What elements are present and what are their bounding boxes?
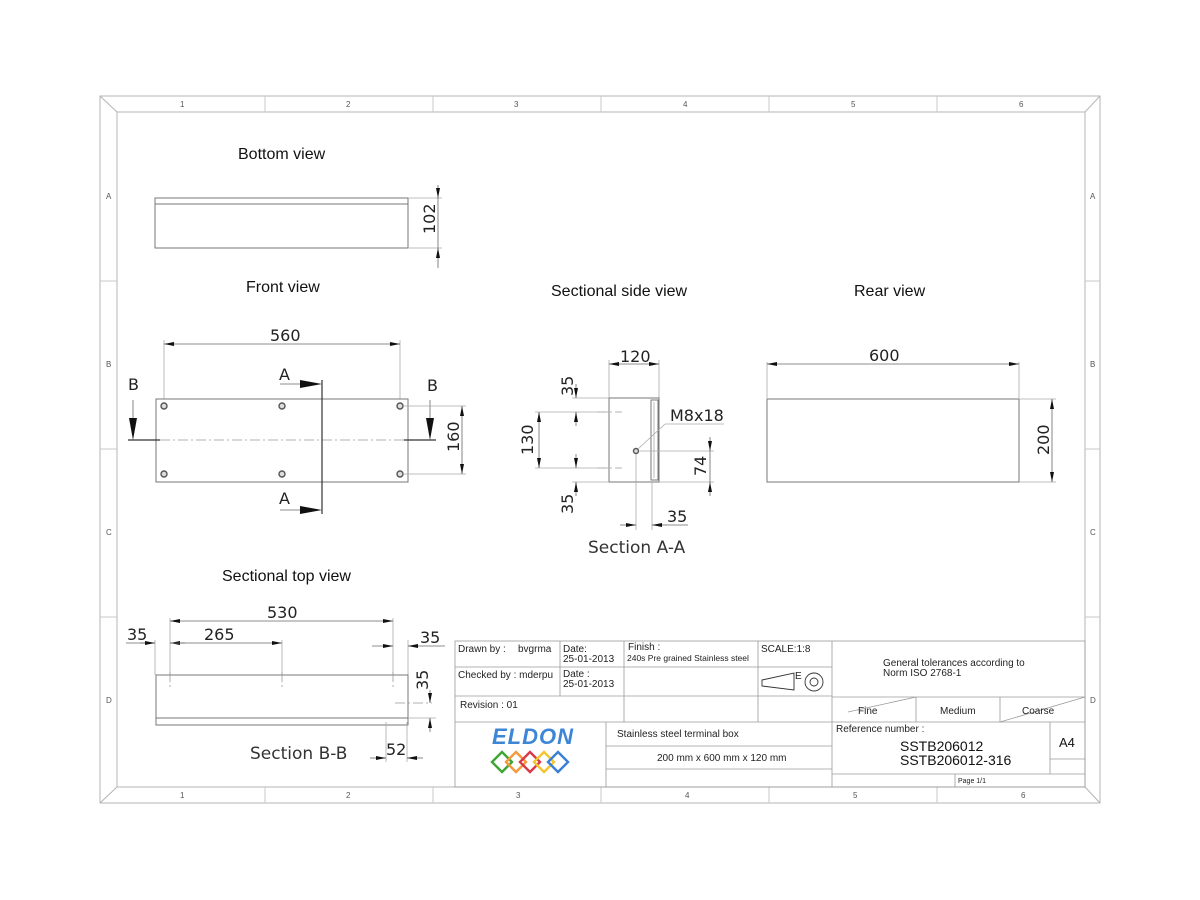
- paper-size: A4: [1059, 735, 1075, 750]
- bottom-view-height-dim: 102: [420, 203, 439, 234]
- title-block: Drawn by : bvgrma Date: 25-01-2013 Finis…: [454, 640, 1086, 788]
- top-view-bottom-dim: 52: [386, 740, 406, 759]
- section-b-b-label: Section B-B: [250, 744, 347, 764]
- section-a-a-label: Section A-A: [588, 538, 686, 558]
- projection-symbol-icon: E: [761, 671, 824, 692]
- eldon-logo: ELDON: [490, 724, 574, 774]
- scale-label: SCALE:1:8: [761, 644, 811, 655]
- zone-row-d-left: D: [106, 696, 112, 705]
- rear-view-width-dim: 600: [869, 346, 900, 365]
- logo-diamond: [504, 750, 528, 774]
- zone-row-c-right: C: [1090, 528, 1096, 537]
- logo-diamond: [518, 750, 542, 774]
- tolerance-fine: Fine: [858, 706, 878, 717]
- drawn-by-value: bvgrma: [518, 644, 552, 655]
- projection-letter: E: [795, 671, 802, 682]
- finish-value: 240s Pre grained Stainless steel: [627, 653, 749, 663]
- finish-label: Finish :: [628, 642, 660, 653]
- side-view-bolt-offset-dim: 35: [667, 507, 687, 526]
- logo-diamond: [546, 750, 570, 774]
- top-view-right-dim: 35: [420, 628, 440, 647]
- date-value-2: 25-01-2013: [563, 679, 615, 690]
- top-view-total-dim: 530: [267, 603, 298, 622]
- side-view-width-dim: 120: [620, 347, 651, 366]
- side-view-bolt-dim: M8x18: [670, 406, 724, 425]
- zone-row-b-left: B: [106, 360, 111, 369]
- zone-row-a-right: A: [1090, 192, 1096, 201]
- top-view-mid-dim: 265: [204, 625, 235, 644]
- zone-col-6-bottom: 6: [1021, 791, 1026, 800]
- mounting-hole: [160, 470, 168, 478]
- zone-col-3-bottom: 3: [516, 791, 521, 800]
- bottom-view-title: Bottom view: [238, 146, 326, 163]
- sectional-side-view: Sectional side view 120 M8x18 35 130 35: [518, 283, 724, 558]
- section-a-label-bottom: A: [279, 489, 290, 508]
- front-view-title: Front view: [246, 279, 320, 296]
- mounting-hole: [160, 402, 168, 410]
- product-dimensions: 200 mm x 600 mm x 120 mm: [657, 753, 786, 764]
- zone-col-2-bottom: 2: [346, 791, 351, 800]
- zone-row-a-left: A: [106, 192, 112, 201]
- checked-by: Checked by : mderpu: [458, 670, 553, 681]
- zone-col-5-top: 5: [851, 100, 856, 109]
- side-view-bolt-height-dim: 74: [691, 456, 710, 476]
- side-view-middle-dim: 130: [518, 424, 537, 455]
- date-value-1: 25-01-2013: [563, 654, 615, 665]
- side-view-bottom-dim: 35: [558, 494, 577, 514]
- front-view-width-dim: 560: [270, 326, 301, 345]
- front-view-height-dim: 160: [444, 421, 463, 452]
- logo-diamond: [532, 750, 556, 774]
- front-view: Front view 560 A A B B: [128, 279, 466, 514]
- section-a-label-top: A: [279, 365, 290, 384]
- zone-col-5-bottom: 5: [853, 791, 858, 800]
- logo-diamond: [490, 750, 514, 774]
- rear-view: Rear view 600 200: [766, 283, 1056, 483]
- mounting-hole: [396, 402, 404, 410]
- bolt-hole: [632, 447, 640, 455]
- reference-number-2: SSTB206012-316: [900, 752, 1012, 768]
- mounting-hole: [396, 470, 404, 478]
- date-label-2: Date :: [563, 669, 590, 680]
- zone-row-c-left: C: [106, 528, 112, 537]
- side-view-title: Sectional side view: [551, 283, 688, 300]
- page-number: Page 1/1: [958, 778, 986, 785]
- mounting-hole: [278, 470, 286, 478]
- mounting-hole: [278, 402, 286, 410]
- logo-diamonds-icon: [490, 750, 570, 774]
- sectional-top-view: Sectional top view 530 35 265 35 35: [126, 568, 445, 764]
- zone-row-b-right: B: [1090, 360, 1095, 369]
- zone-col-4-top: 4: [683, 100, 688, 109]
- reference-label: Reference number :: [836, 724, 924, 735]
- bottom-view: Bottom view 102: [154, 146, 442, 268]
- zone-col-4-bottom: 4: [685, 791, 690, 800]
- zone-col-1-top: 1: [180, 100, 185, 109]
- zone-col-6-top: 6: [1019, 100, 1024, 109]
- zone-col-2-top: 2: [346, 100, 351, 109]
- tolerance-line-1: General tolerances according to: [883, 658, 1025, 669]
- top-view-title: Sectional top view: [222, 568, 351, 585]
- tolerance-coarse: Coarse: [1022, 706, 1055, 717]
- section-b-label-right: B: [427, 376, 438, 395]
- rear-view-title: Rear view: [854, 283, 926, 300]
- top-view-side-dim: 35: [413, 670, 432, 690]
- revision: Revision : 01: [460, 700, 518, 711]
- product-description: Stainless steel terminal box: [617, 729, 739, 740]
- section-b-label-left: B: [128, 375, 139, 394]
- rear-view-height-dim: 200: [1034, 424, 1053, 455]
- tolerance-medium: Medium: [940, 706, 976, 717]
- side-view-top-dim: 35: [558, 376, 577, 396]
- logo-text: ELDON: [492, 724, 574, 749]
- zone-col-1-bottom: 1: [180, 791, 185, 800]
- reference-number-1: SSTB206012: [900, 738, 983, 754]
- zone-row-d-right: D: [1090, 696, 1096, 705]
- drawn-by-label: Drawn by :: [458, 644, 506, 655]
- tolerance-line-2: Norm ISO 2768-1: [883, 668, 962, 679]
- top-view-left-dim: 35: [127, 625, 147, 644]
- date-label-1: Date:: [563, 644, 587, 655]
- zone-col-3-top: 3: [514, 100, 519, 109]
